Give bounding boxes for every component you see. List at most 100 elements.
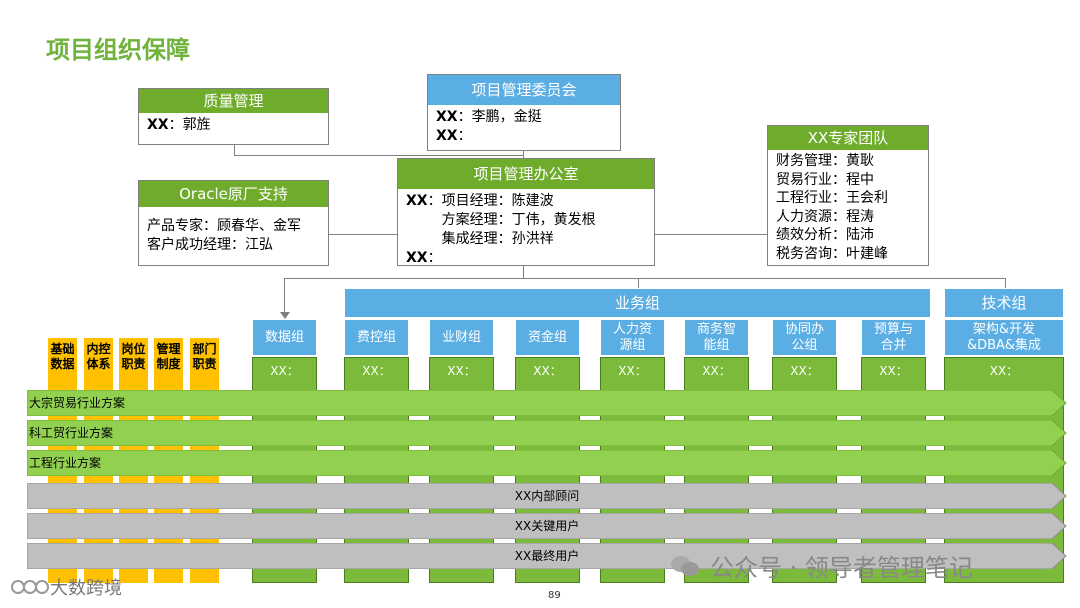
oracle-line: 产品专家：顾春华、金军 bbox=[147, 218, 301, 234]
team-column-header: 商务智 能组 bbox=[684, 319, 749, 356]
logo-icon bbox=[10, 576, 50, 598]
watermark-right: 公众号 · 领导者管理笔记 bbox=[670, 548, 973, 583]
pmo-line-value: ： bbox=[427, 250, 442, 266]
industry-arrow-label: 大宗贸易行业方案 bbox=[29, 396, 126, 410]
team-column-header: 数据组 bbox=[252, 319, 317, 356]
connector-data-v bbox=[284, 278, 285, 314]
committee-line-key: XX bbox=[436, 109, 458, 125]
industry-arrow-shape bbox=[27, 450, 1067, 476]
quality-box: 质量管理 XX：郭旌 bbox=[138, 88, 329, 145]
connector-pmo-v bbox=[523, 266, 524, 279]
connector-quality-v bbox=[234, 144, 235, 156]
connector-top-h bbox=[234, 155, 524, 156]
team-column-header: 协同办 公组 bbox=[772, 319, 837, 356]
user-arrow-shape bbox=[27, 483, 1067, 509]
yellow-column-label: 内控 体系 bbox=[86, 342, 111, 371]
user-arrow: XX内部顾问 bbox=[27, 483, 1067, 509]
user-arrow-shape bbox=[27, 513, 1067, 539]
team-column-member: XX： bbox=[879, 364, 908, 378]
team-column-header: 架构&开发 &DBA&集成 bbox=[944, 319, 1064, 356]
committee-line-value: ：李鹏，金挺 bbox=[457, 109, 542, 125]
user-arrow-label: XX内部顾问 bbox=[514, 489, 580, 503]
committee-content: XX：李鹏，金挺 XX： bbox=[428, 105, 620, 149]
oracle-line: 客户成功经理：江弘 bbox=[147, 237, 273, 253]
connector-oracle-h bbox=[328, 234, 398, 235]
industry-arrow: 科工贸行业方案 bbox=[27, 420, 1067, 446]
page-title: 项目组织保障 bbox=[46, 36, 190, 64]
experts-line: 人力资源：程涛 bbox=[776, 208, 874, 225]
user-arrow-polygon bbox=[27, 483, 1067, 509]
page-number: 89 bbox=[548, 590, 561, 601]
watermark-right-text: 公众号 · 领导者管理笔记 bbox=[710, 554, 973, 582]
team-column-header: 费控组 bbox=[344, 319, 409, 356]
user-arrow: XX关键用户 bbox=[27, 513, 1067, 539]
experts-header: XX专家团队 bbox=[768, 126, 928, 150]
connector-business-v bbox=[638, 278, 639, 288]
industry-arrow-polygon bbox=[27, 450, 1067, 476]
user-arrow-shape bbox=[27, 543, 1067, 569]
team-column-member: XX： bbox=[618, 364, 647, 378]
pmo-line-value: 集成经理：孙洪祥 bbox=[406, 231, 554, 247]
industry-arrow: 大宗贸易行业方案 bbox=[27, 390, 1067, 416]
quality-line-value: ：郭旌 bbox=[168, 117, 211, 133]
industry-arrow-label: 工程行业方案 bbox=[29, 456, 102, 470]
connector-committee-v bbox=[523, 150, 524, 159]
team-column-member: XX： bbox=[362, 364, 391, 378]
industry-arrow-label: 科工贸行业方案 bbox=[29, 426, 114, 440]
pmo-line-value: 方案经理：丁伟，黄发根 bbox=[406, 212, 596, 228]
user-arrow-polygon bbox=[27, 513, 1067, 539]
connector-experts-h bbox=[654, 234, 768, 235]
yellow-column-label: 基础 数据 bbox=[50, 342, 75, 371]
user-arrow-polygon bbox=[27, 543, 1067, 569]
experts-line: 税务咨询：叶建峰 bbox=[776, 245, 888, 262]
team-column-header: 预算与 合并 bbox=[861, 319, 926, 356]
quality-header: 质量管理 bbox=[139, 89, 328, 113]
quality-line-key: XX bbox=[147, 117, 169, 133]
tech-group-header: 技术组 bbox=[944, 288, 1064, 318]
committee-line-value: ： bbox=[457, 128, 472, 144]
pmo-box: 项目管理办公室 XX：项目经理：陈建波 方案经理：丁伟，黄发根 集成经理：孙洪祥… bbox=[397, 158, 655, 266]
industry-arrow-polygon bbox=[27, 390, 1067, 416]
pmo-line-key: XX bbox=[406, 193, 428, 209]
arrow-head-icon bbox=[280, 312, 290, 319]
quality-content: XX：郭旌 bbox=[139, 113, 328, 138]
pmo-line-value: ：项目经理：陈建波 bbox=[427, 193, 554, 209]
experts-line: 贸易行业：程中 bbox=[776, 171, 874, 188]
watermark-left-text: 大数跨境 bbox=[50, 578, 122, 599]
experts-content: 财务管理：黄耿 贸易行业：程中 工程行业：王会利 人力资源：程涛 绩效分析：陆沛… bbox=[768, 150, 928, 267]
pmo-header: 项目管理办公室 bbox=[398, 159, 654, 189]
team-column-header: 业财组 bbox=[429, 319, 494, 356]
yellow-column-label: 管理 制度 bbox=[156, 342, 181, 371]
team-column-member: XX： bbox=[533, 364, 562, 378]
connector-mid-h bbox=[284, 278, 1006, 279]
business-group-header: 业务组 bbox=[344, 288, 931, 318]
user-arrow-label: XX关键用户 bbox=[514, 519, 580, 533]
connector-tech-v bbox=[1005, 278, 1006, 288]
team-column-member: XX： bbox=[270, 364, 299, 378]
oracle-box: Oracle原厂支持 产品专家：顾春华、金军 客户成功经理：江弘 bbox=[138, 180, 329, 266]
team-column-member: XX： bbox=[989, 364, 1019, 378]
industry-arrow-polygon bbox=[27, 420, 1067, 446]
team-column-header: 人力资 源组 bbox=[600, 319, 665, 356]
oracle-header: Oracle原厂支持 bbox=[139, 181, 328, 207]
chat-bubble-icon bbox=[670, 554, 700, 578]
pmo-content: XX：项目经理：陈建波 方案经理：丁伟，黄发根 集成经理：孙洪祥 XX： bbox=[398, 189, 654, 271]
team-column-member: XX： bbox=[790, 364, 819, 378]
industry-arrow-shape bbox=[27, 390, 1067, 416]
committee-header: 项目管理委员会 bbox=[428, 75, 620, 105]
committee-box: 项目管理委员会 XX：李鹏，金挺 XX： bbox=[427, 74, 621, 151]
team-column-member: XX： bbox=[447, 364, 476, 378]
yellow-column-label: 岗位 职责 bbox=[121, 342, 146, 371]
user-arrow-label: XX最终用户 bbox=[514, 549, 580, 563]
industry-arrow: 工程行业方案 bbox=[27, 450, 1067, 476]
oracle-content: 产品专家：顾春华、金军 客户成功经理：江弘 bbox=[139, 207, 328, 258]
watermark-left: 大数跨境 bbox=[10, 574, 122, 600]
user-arrow: XX最终用户 bbox=[27, 543, 1067, 569]
experts-line: 绩效分析：陆沛 bbox=[776, 227, 874, 244]
experts-line: 财务管理：黄耿 bbox=[776, 153, 874, 169]
team-column-header: 资金组 bbox=[515, 319, 580, 356]
team-column-member: XX： bbox=[702, 364, 731, 378]
committee-line-key: XX bbox=[436, 128, 458, 144]
pmo-line-key: XX bbox=[406, 250, 428, 266]
experts-box: XX专家团队 财务管理：黄耿 贸易行业：程中 工程行业：王会利 人力资源：程涛 … bbox=[767, 125, 929, 266]
